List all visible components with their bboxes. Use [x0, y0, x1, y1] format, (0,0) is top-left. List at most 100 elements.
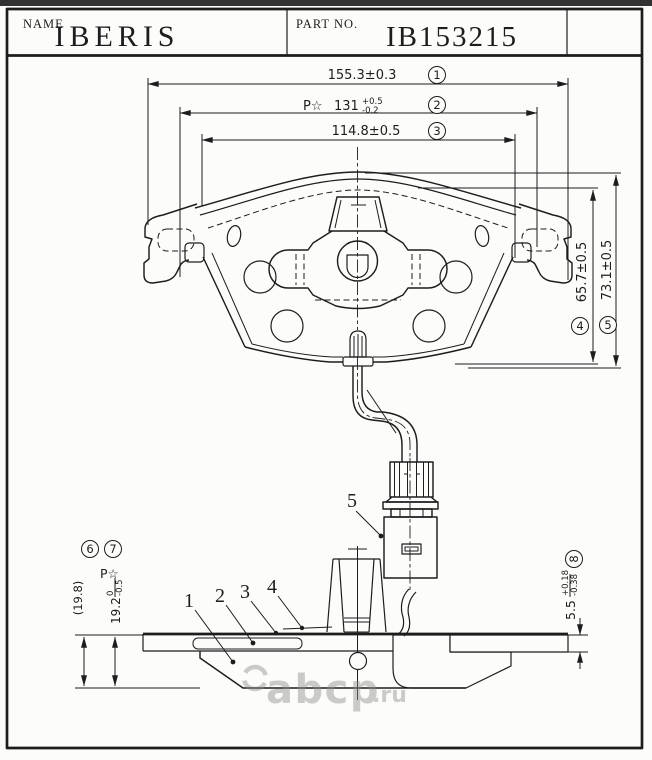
dim-inner-width: 114.8±0.5 3 [201, 122, 516, 258]
title-block: NAME IBERIS PART NO. IB153215 [23, 17, 518, 53]
svg-text:-0.5: -0.5 [115, 579, 125, 596]
dim-pad-height: 65.7±0.5 4 [418, 187, 598, 365]
callout-2: 2 [215, 585, 256, 646]
retainer-clip-front [268, 196, 448, 310]
name-label: NAME [23, 17, 64, 31]
rivet-hole-upper-left [243, 260, 277, 294]
part-number: IB153215 [386, 21, 518, 53]
balloon-2: 2 [428, 96, 446, 114]
balloon-7: 7 [104, 540, 122, 558]
svg-text:3: 3 [433, 124, 440, 138]
watermark-logo-icon [241, 664, 269, 692]
clip-center-boss [336, 240, 379, 282]
pad-top-edge-inner [199, 178, 517, 216]
dim-overall-height: 73.1±0.5 5 [365, 172, 621, 369]
left-oval-hole [226, 225, 242, 247]
dim-text-pad-width: 131 [334, 99, 359, 114]
wire-left-line [352, 366, 403, 462]
connector-latch-window [401, 543, 422, 555]
svg-text:1: 1 [184, 590, 194, 612]
balloon-8: 8 [565, 550, 583, 568]
svg-text:4: 4 [267, 576, 277, 598]
rivet-hole-lower-right [412, 309, 446, 343]
friction-block-outline [199, 651, 466, 689]
left-pressure-pad [184, 242, 205, 263]
dim-text-inner-width: 114.8±0.5 [332, 124, 401, 139]
callout-3: 3 [240, 581, 279, 636]
svg-text:+0.18: +0.18 [561, 570, 571, 596]
connector-body [383, 516, 438, 579]
dim-text-overall-height: 73.1±0.5 [600, 240, 615, 301]
rivet-hole-upper-right [439, 260, 473, 294]
svg-text:3: 3 [240, 581, 250, 603]
dim-plate-thickness: 5.5 +0.18 -0.38 8 [561, 550, 588, 669]
wire-right-line [361, 366, 418, 462]
svg-text:1: 1 [433, 68, 440, 82]
connector [382, 458, 439, 590]
part-callouts: 1 2 3 4 [184, 576, 305, 665]
pad-front-view [143, 147, 573, 367]
balloon-4: 4 [571, 317, 589, 335]
wire-hook-outer [396, 588, 410, 636]
wire-centerline [357, 357, 411, 458]
pad-top-edge-hidden [207, 189, 509, 229]
plate-slot-outline [192, 637, 303, 650]
svg-text:6: 6 [86, 542, 93, 556]
svg-text:7: 7 [109, 542, 116, 556]
svg-text:4: 4 [576, 319, 583, 333]
svg-text:5: 5 [347, 490, 357, 512]
pad-top-edge-outer [194, 171, 522, 209]
side-view-hole [348, 651, 368, 671]
p-star-mark: P☆ [100, 566, 119, 581]
balloon-3: 3 [428, 122, 446, 140]
dim-pad-width: P☆ 131 +0.5 -0.2 2 [179, 96, 538, 277]
dim-text-overall-width: 155.3±0.3 [328, 68, 397, 83]
wear-sensor-stem [342, 330, 374, 367]
clip-keyhole [346, 254, 369, 279]
dim-toldn-pad-width: -0.2 [362, 106, 379, 116]
dim-prefix-p-star: P☆ [303, 99, 323, 114]
dim-text-plate-thickness: 5.5 +0.18 -0.38 [561, 570, 580, 620]
svg-text:5.5: 5.5 [563, 600, 578, 620]
border-frame [5, 7, 644, 750]
svg-text:5: 5 [604, 318, 611, 332]
balloon-5: 5 [599, 316, 617, 334]
dim-total-thickness: P☆ 19.2 0 -0.5 7 [100, 540, 125, 687]
pad-bottom-edge-outer [244, 346, 472, 363]
break-line [366, 389, 397, 434]
watermark-tld: .ru [372, 683, 407, 708]
plate-cross-section [449, 634, 569, 653]
right-oval-hole [474, 225, 490, 247]
dim-overall-width: 155.3±0.3 1 [147, 66, 569, 280]
right-ear-outline [518, 203, 573, 284]
svg-text:2: 2 [433, 98, 440, 112]
callout-5: 5 [347, 490, 384, 539]
rivet-hole-lower-left [270, 309, 304, 343]
retainer-clip-side [326, 546, 387, 700]
svg-text:-0.38: -0.38 [570, 574, 580, 596]
left-ear-hidden-slot [157, 228, 195, 252]
svg-text:2: 2 [215, 585, 225, 607]
left-ear-outline [143, 203, 198, 284]
dim-ref-thickness: (19.8) 6 [71, 540, 99, 687]
svg-text:0: 0 [106, 591, 116, 596]
right-edge-inner [463, 252, 505, 345]
wire-hook-inner [403, 591, 417, 637]
callout-4: 4 [267, 576, 305, 631]
dim-text-pad-height: 65.7±0.5 [575, 242, 590, 303]
dim-text-total-thickness: 19.2 0 -0.5 [106, 578, 125, 624]
shim-edge [282, 626, 333, 630]
right-ear-hidden-slot [521, 228, 559, 252]
balloon-1: 1 [428, 66, 446, 84]
dim-text-ref-thickness: (19.8) [71, 581, 85, 616]
svg-text:19.2: 19.2 [109, 597, 123, 624]
pad-side-view [75, 546, 569, 700]
part-name: IBERIS [54, 20, 179, 53]
svg-text:8: 8 [567, 555, 581, 562]
dim-tolup-pad-width: +0.5 [362, 97, 383, 107]
part-no-label: PART NO. [296, 17, 358, 31]
balloon-6: 6 [81, 540, 99, 558]
